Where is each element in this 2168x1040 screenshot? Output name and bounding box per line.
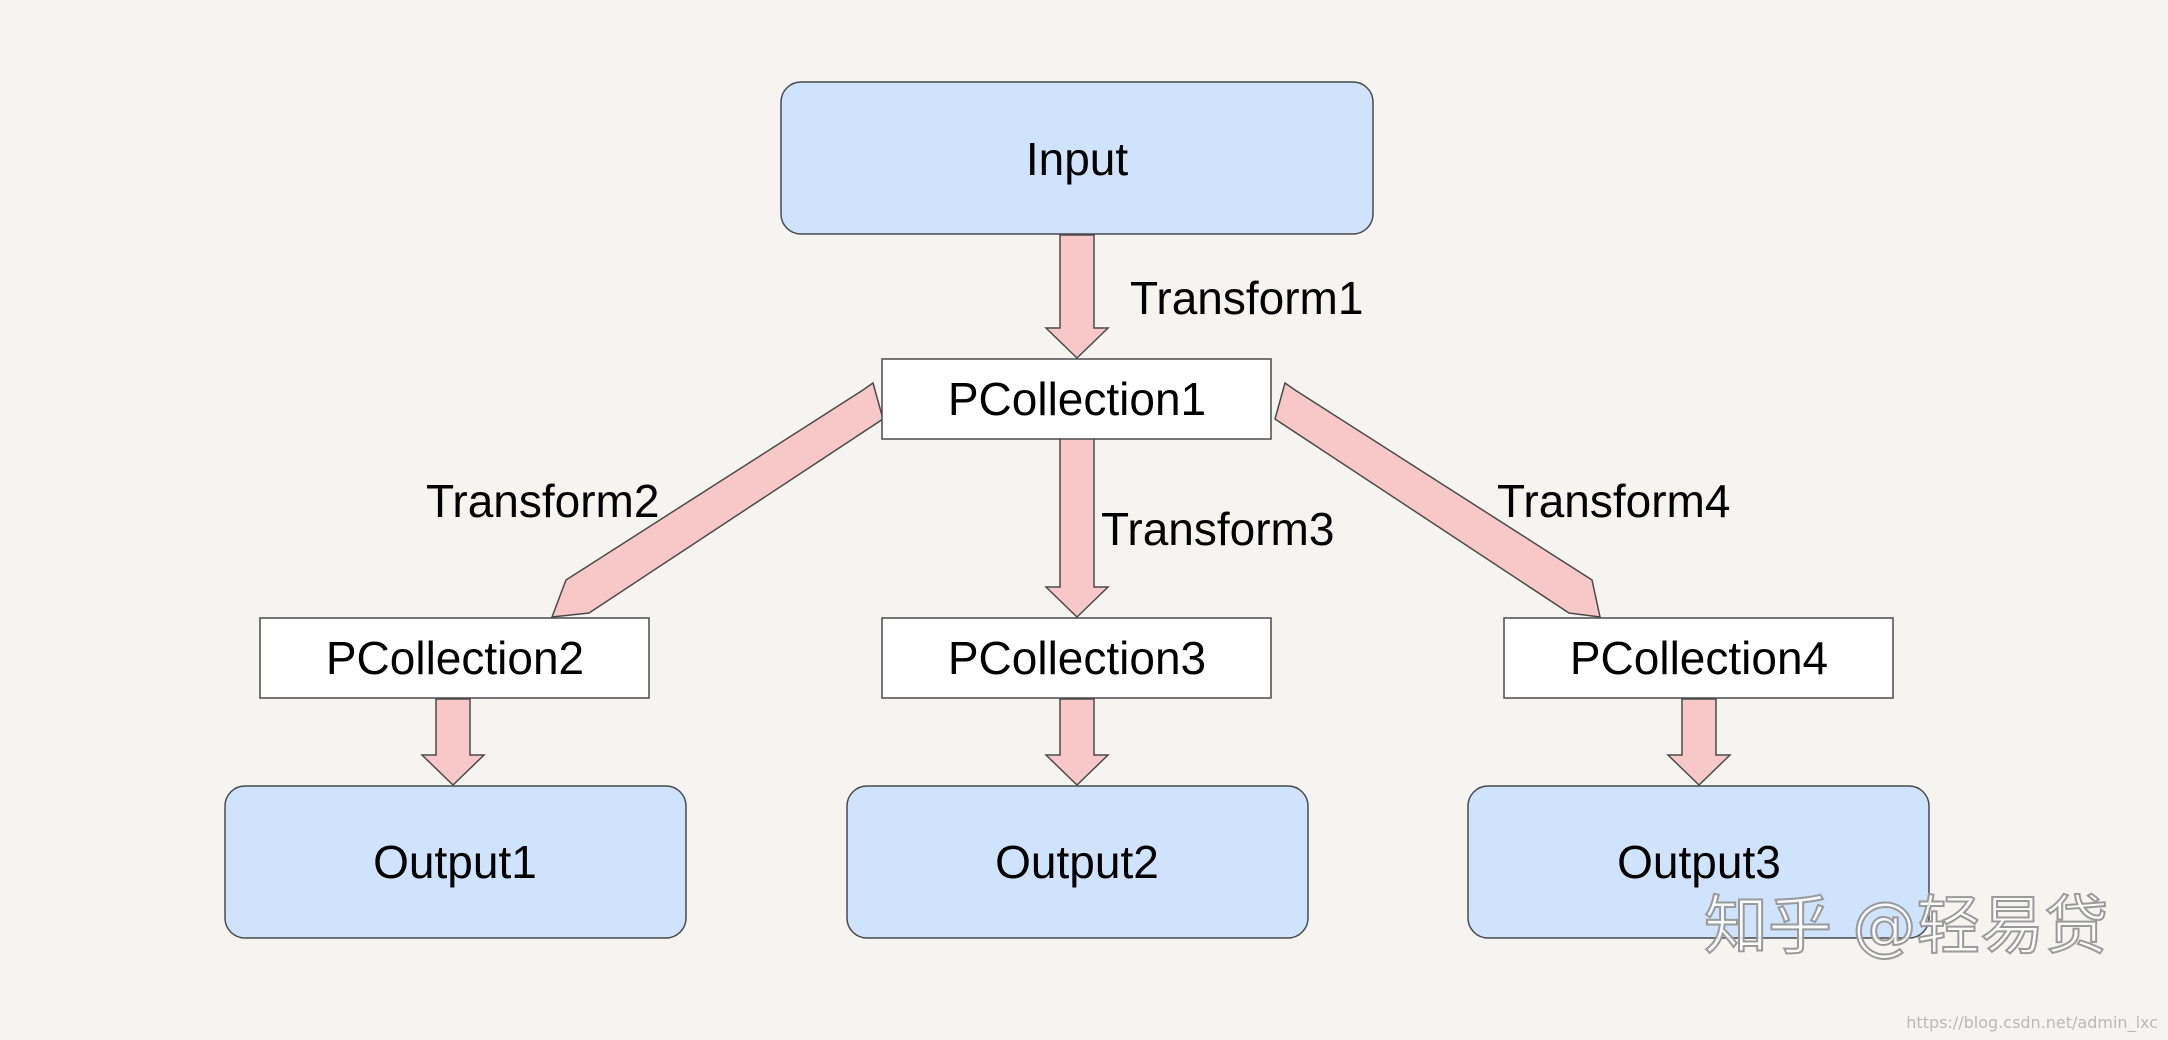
arrow-output1 [420, 698, 486, 787]
arrow-transform3 [1044, 437, 1110, 619]
arrow-transform1 [1044, 234, 1110, 360]
node-pcollection1: PCollection1 [881, 358, 1272, 440]
node-pcollection4: PCollection4 [1503, 617, 1894, 699]
arrow-output3 [1666, 698, 1732, 787]
node-input: Input [780, 81, 1374, 235]
node-output1-label: Output1 [373, 836, 537, 888]
node-output3-label: Output3 [1617, 836, 1781, 888]
node-pcollection3-label: PCollection3 [948, 632, 1206, 684]
edge-label-transform4: Transform4 [1497, 475, 1730, 527]
node-pcollection2-label: PCollection2 [326, 632, 584, 684]
node-pcollection2: PCollection2 [259, 617, 650, 699]
watermark-main: 知乎 @轻易贷 [1704, 890, 2108, 964]
node-output1: Output1 [224, 785, 687, 939]
node-output3: Output3 [1467, 785, 1930, 939]
node-pcollection3: PCollection3 [881, 617, 1272, 699]
edge-label-transform3: Transform3 [1101, 503, 1334, 555]
arrow-transform4 [1274, 381, 1601, 618]
edge-label-transform1: Transform1 [1130, 272, 1363, 324]
node-output2: Output2 [846, 785, 1309, 939]
node-pcollection4-label: PCollection4 [1570, 632, 1828, 684]
arrow-output2 [1044, 698, 1110, 787]
edge-label-transform2: Transform2 [426, 475, 659, 527]
watermark-url: https://blog.csdn.net/admin_lxc [1906, 1013, 2158, 1033]
node-input-label: Input [1026, 133, 1129, 185]
node-output2-label: Output2 [995, 836, 1159, 888]
node-pcollection1-label: PCollection1 [948, 373, 1206, 425]
